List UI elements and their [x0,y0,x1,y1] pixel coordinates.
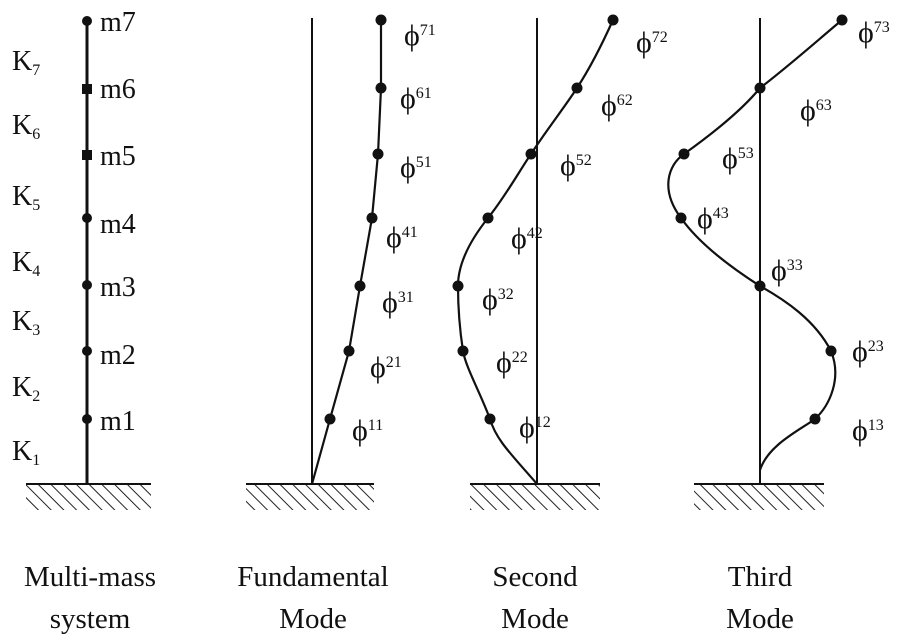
phi-label-32: ϕ32 [482,283,514,316]
caption-multi-mass-line1: Multi-mass [24,561,156,593]
caption-second-line2: Mode [501,603,569,635]
mass-node-m7 [82,16,92,26]
phi-label-63: ϕ63 [800,94,832,127]
phi-label-42: ϕ42 [511,222,543,255]
mass-label-m3: m3 [100,272,136,303]
mass-node-m3 [82,280,92,290]
mode-point-phi53 [678,148,690,160]
mode-shape-curve [310,20,383,485]
phi-label-52: ϕ52 [560,149,592,182]
phi-label-53: ϕ53 [722,142,754,175]
mode-point-phi73 [836,14,848,26]
phi-label-51: ϕ51 [400,151,432,184]
phi-label-62: ϕ62 [601,89,633,122]
stiffness-label-k3: K3 [12,306,40,339]
phi-label-13: ϕ13 [852,414,884,447]
phi-label-72: ϕ72 [636,26,668,59]
stiffness-label-k4: K4 [12,247,40,280]
phi-label-22: ϕ22 [496,346,528,379]
mode-point-phi41 [366,212,378,224]
mass-label-m6: m6 [100,74,136,105]
phi-label-71: ϕ71 [404,19,436,52]
mass-node-m2 [82,346,92,356]
mass-node-m1 [82,414,92,424]
mode-point-phi63 [754,82,766,94]
mode-point-phi12 [484,413,496,425]
mode-point-phi72 [607,14,619,26]
mode-point-phi43 [675,212,687,224]
phi-label-11: ϕ11 [352,414,383,447]
mode-point-phi11 [324,413,336,425]
mode-point-phi31 [354,280,366,292]
phi-label-33: ϕ33 [771,254,803,287]
mode-point-phi23 [825,345,837,357]
mass-label-m7: m7 [100,7,136,38]
mass-node-m5 [82,150,92,160]
mass-label-m1: m1 [100,406,136,437]
mode-point-phi22 [457,345,469,357]
mode-point-phi62 [571,82,583,94]
ground-base [26,484,151,510]
caption-second-line1: Second [492,561,578,593]
stiffness-label-k2: K2 [12,372,40,405]
phi-label-21: ϕ21 [370,351,402,384]
mode-point-phi52 [525,148,537,160]
caption-third-line1: Third [728,561,793,593]
mode-point-phi51 [372,148,384,160]
mode-point-phi13 [809,413,821,425]
mass-label-m2: m2 [100,340,136,371]
phi-label-61: ϕ61 [400,82,432,115]
mode-point-phi21 [343,345,355,357]
mode-point-phi42 [482,212,494,224]
phi-label-23: ϕ23 [852,335,884,368]
stiffness-label-k5: K5 [12,181,40,214]
phi-label-12: ϕ12 [519,411,551,444]
caption-fundamental-line2: Mode [279,603,347,635]
stiffness-label-k6: K6 [12,110,40,143]
mass-label-m5: m5 [100,141,136,172]
phi-label-41: ϕ41 [386,221,418,254]
mass-label-m4: m4 [100,209,136,240]
caption-fundamental-line1: Fundamental [237,561,388,593]
caption-third-line2: Mode [726,603,794,635]
mass-node-m6 [82,84,92,94]
stiffness-label-k7: K7 [12,46,40,79]
multi-mass-system: m7 m6 m5 m4 m3 m2 m1 K7 K6 K5 K4 K3 K2 K… [12,7,156,635]
mode-point-phi32 [452,280,464,292]
mode-point-phi61 [375,82,387,94]
phi-label-31: ϕ31 [382,286,414,319]
mode-point-phi33 [754,280,766,292]
phi-label-73: ϕ73 [858,16,890,49]
fundamental-mode: ϕ71 ϕ61 ϕ51 ϕ41 ϕ31 ϕ21 ϕ11 Fundamental … [237,14,436,635]
mass-node-m4 [82,213,92,223]
ground-base [694,484,824,510]
ground-base [470,484,600,510]
caption-multi-mass-line2: system [50,603,131,635]
ground-base [246,484,374,510]
second-mode: ϕ72 ϕ62 ϕ52 ϕ42 ϕ32 ϕ22 ϕ12 Second Mode [452,14,668,635]
stiffness-label-k1: K1 [12,436,40,469]
phi-label-43: ϕ43 [697,202,729,235]
mode-point-phi71 [375,14,387,26]
third-mode: ϕ73 ϕ63 ϕ53 ϕ43 ϕ33 ϕ23 ϕ13 Third Mode [667,14,890,635]
